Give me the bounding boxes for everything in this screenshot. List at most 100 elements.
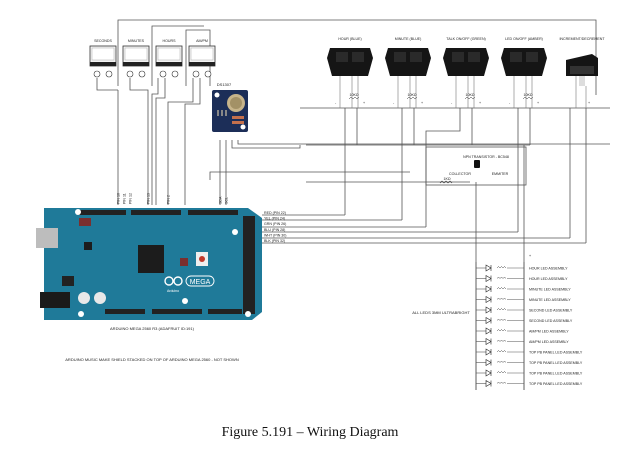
usb-port	[36, 228, 58, 248]
plus-label: +	[421, 101, 423, 105]
resistor-icon	[496, 381, 507, 384]
resistor-icon	[496, 371, 507, 374]
terminal-icon	[192, 70, 200, 78]
meter-label: SECONDS	[94, 39, 112, 43]
resistor-icon	[496, 360, 507, 363]
minus-label: -	[509, 101, 511, 105]
led-label: TOP PB PANEL LED ASSEMBLY	[529, 371, 583, 375]
terminal-icon	[93, 70, 101, 78]
led-assembly: SECOND LED ASSEMBLY	[476, 306, 573, 314]
led-assembly: HOUR LED ASSEMBLY	[476, 274, 568, 283]
resistor-icon	[406, 96, 418, 100]
resistor-label: 10KΩ	[465, 93, 474, 97]
panel-meter: SECONDS	[89, 39, 117, 78]
led-assembly: TOP PB PANEL LED ASSEMBLY	[476, 369, 583, 377]
arduino-brand-text: Arduino	[167, 289, 179, 293]
pin-label: SDA	[219, 196, 223, 204]
led-label: MINUTE LED ASSEMBLY	[529, 298, 571, 302]
switch-label: INCREMENT/DECREMENT	[559, 37, 605, 41]
led-label: TOP PB PANEL LED ASSEMBLY	[529, 350, 583, 354]
resistor-icon	[496, 266, 507, 269]
led-assemblies: HOUR LED ASSEMBLY HOUR LED ASSEMBLY MINUTE…	[476, 264, 583, 388]
led-assembly: MINUTE LED ASSEMBLY	[476, 295, 571, 304]
rocker-switches: HOUR (BLUE)10KΩ-+MINUTE (BLUE)10KΩ-+TALK…	[327, 37, 605, 108]
pin-label: PIN 10	[117, 193, 121, 204]
led-assembly: TOP PB PANEL LED ASSEMBLY	[476, 348, 583, 356]
pin-label: PIN 2	[167, 195, 171, 204]
plus-label: +	[537, 101, 539, 105]
resistor-icon	[496, 329, 507, 332]
panel-meters: SECONDS MINUTES HOURS AM/PM	[89, 39, 216, 78]
led-label: AM/PM LED ASSEMBLY	[529, 329, 569, 333]
led-assembly: TOP PB PANEL LED ASSEMBLY	[476, 379, 583, 388]
resistor-icon	[348, 96, 360, 100]
led-icon	[485, 337, 492, 346]
mcu-chip	[138, 245, 164, 273]
led-icon	[485, 316, 492, 325]
wire-label: RED (PIN 22)	[264, 211, 286, 215]
meter-label: AM/PM	[196, 39, 208, 43]
transistor-label: NPN TRANSISTOR - BC548	[463, 155, 509, 159]
wire-label: WHT (PIN 30)	[264, 233, 287, 237]
led-icon	[485, 285, 492, 293]
terminal-icon	[171, 70, 179, 78]
arduino-caption: ARDUINO MEGA 2560 R3 (ADAFRUIT ID:191)	[110, 326, 195, 331]
led-label: SECOND LED ASSEMBLY	[529, 319, 573, 323]
led-assembly: HOUR LED ASSEMBLY	[476, 264, 568, 272]
led-assembly: MINUTE LED ASSEMBLY	[476, 285, 571, 293]
resistor-label: 10KΩ	[523, 93, 532, 97]
pin-label: SCL	[225, 197, 229, 204]
terminal-icon	[204, 70, 212, 78]
collector-label: COLLECTOR	[449, 172, 471, 176]
rtc-module: DS1307	[212, 82, 248, 132]
led-assembly: AM/PM LED ASSEMBLY	[476, 327, 569, 335]
led-label: MINUTE LED ASSEMBLY	[529, 287, 571, 291]
minus-label: -	[393, 101, 395, 105]
transistor-icon	[474, 160, 480, 168]
terminal-icon	[159, 70, 167, 78]
panel-meter: MINUTES	[122, 39, 150, 78]
switch-label: HOUR (BLUE)	[338, 37, 361, 41]
resistor-icon	[496, 287, 507, 290]
resistor-label: 10KΩ	[349, 93, 358, 97]
resistor-icon	[496, 318, 507, 321]
led-label: SECOND LED ASSEMBLY	[529, 308, 573, 312]
wire-label: BLU (PIN 28)	[264, 228, 285, 232]
arduino-wire-labels: RED (PIN 22) YEL (PIN 24)GRN (PIN 26) BLU …	[264, 211, 287, 243]
meter-label: MINUTES	[128, 39, 145, 43]
led-label: HOUR LED ASSEMBLY	[529, 277, 568, 281]
rtc-label: DS1307	[217, 82, 232, 87]
led-label: AM/PM LED ASSEMBLY	[529, 340, 569, 344]
panel-meter: HOURS	[155, 39, 183, 78]
led-label: TOP PB PANEL LED ASSEMBLY	[529, 382, 583, 386]
plus-label: +	[479, 101, 481, 105]
led-plus-label: +	[529, 253, 532, 258]
led-assembly: AM/PM LED ASSEMBLY	[476, 337, 569, 346]
switch-label: LED ON/OFF (AMBER)	[505, 37, 543, 41]
resistor-icon	[496, 339, 507, 342]
switch-label: TALK ON/OFF (GREEN)	[446, 37, 485, 41]
led-icon	[485, 327, 492, 335]
pin-label: PIN 12	[129, 193, 133, 204]
led-icon	[485, 348, 492, 356]
base-resistor-label: 1KΩ	[443, 177, 450, 181]
led-icon	[485, 295, 492, 304]
wire-label: YEL (PIN 24)	[264, 217, 285, 221]
figure-caption: Figure 5.191 – Wiring Diagram	[221, 425, 399, 440]
led-array: + ALL LEDS 3MM ULTRABRIGHT	[412, 253, 532, 390]
led-icon	[485, 306, 492, 314]
minus-label: -	[335, 101, 337, 105]
meter-label: HOURS	[163, 39, 177, 43]
led-note: ALL LEDS 3MM ULTRABRIGHT	[412, 310, 470, 315]
resistor-icon	[439, 180, 453, 184]
arduino-mega-board: MEGA Arduino	[36, 208, 262, 320]
emitter-label: EMMITER	[492, 172, 509, 176]
led-icon	[485, 264, 492, 272]
panel-meter: AM/PM	[188, 39, 216, 78]
wire-label: GRN (PIN 26)	[264, 222, 286, 226]
resistor-icon	[496, 350, 507, 353]
pin-label: PIN 11	[123, 193, 127, 204]
rocker-switch: HOUR (BLUE)10KΩ-+	[327, 37, 373, 108]
rocker-switch: MINUTE (BLUE)10KΩ-+	[385, 37, 431, 108]
